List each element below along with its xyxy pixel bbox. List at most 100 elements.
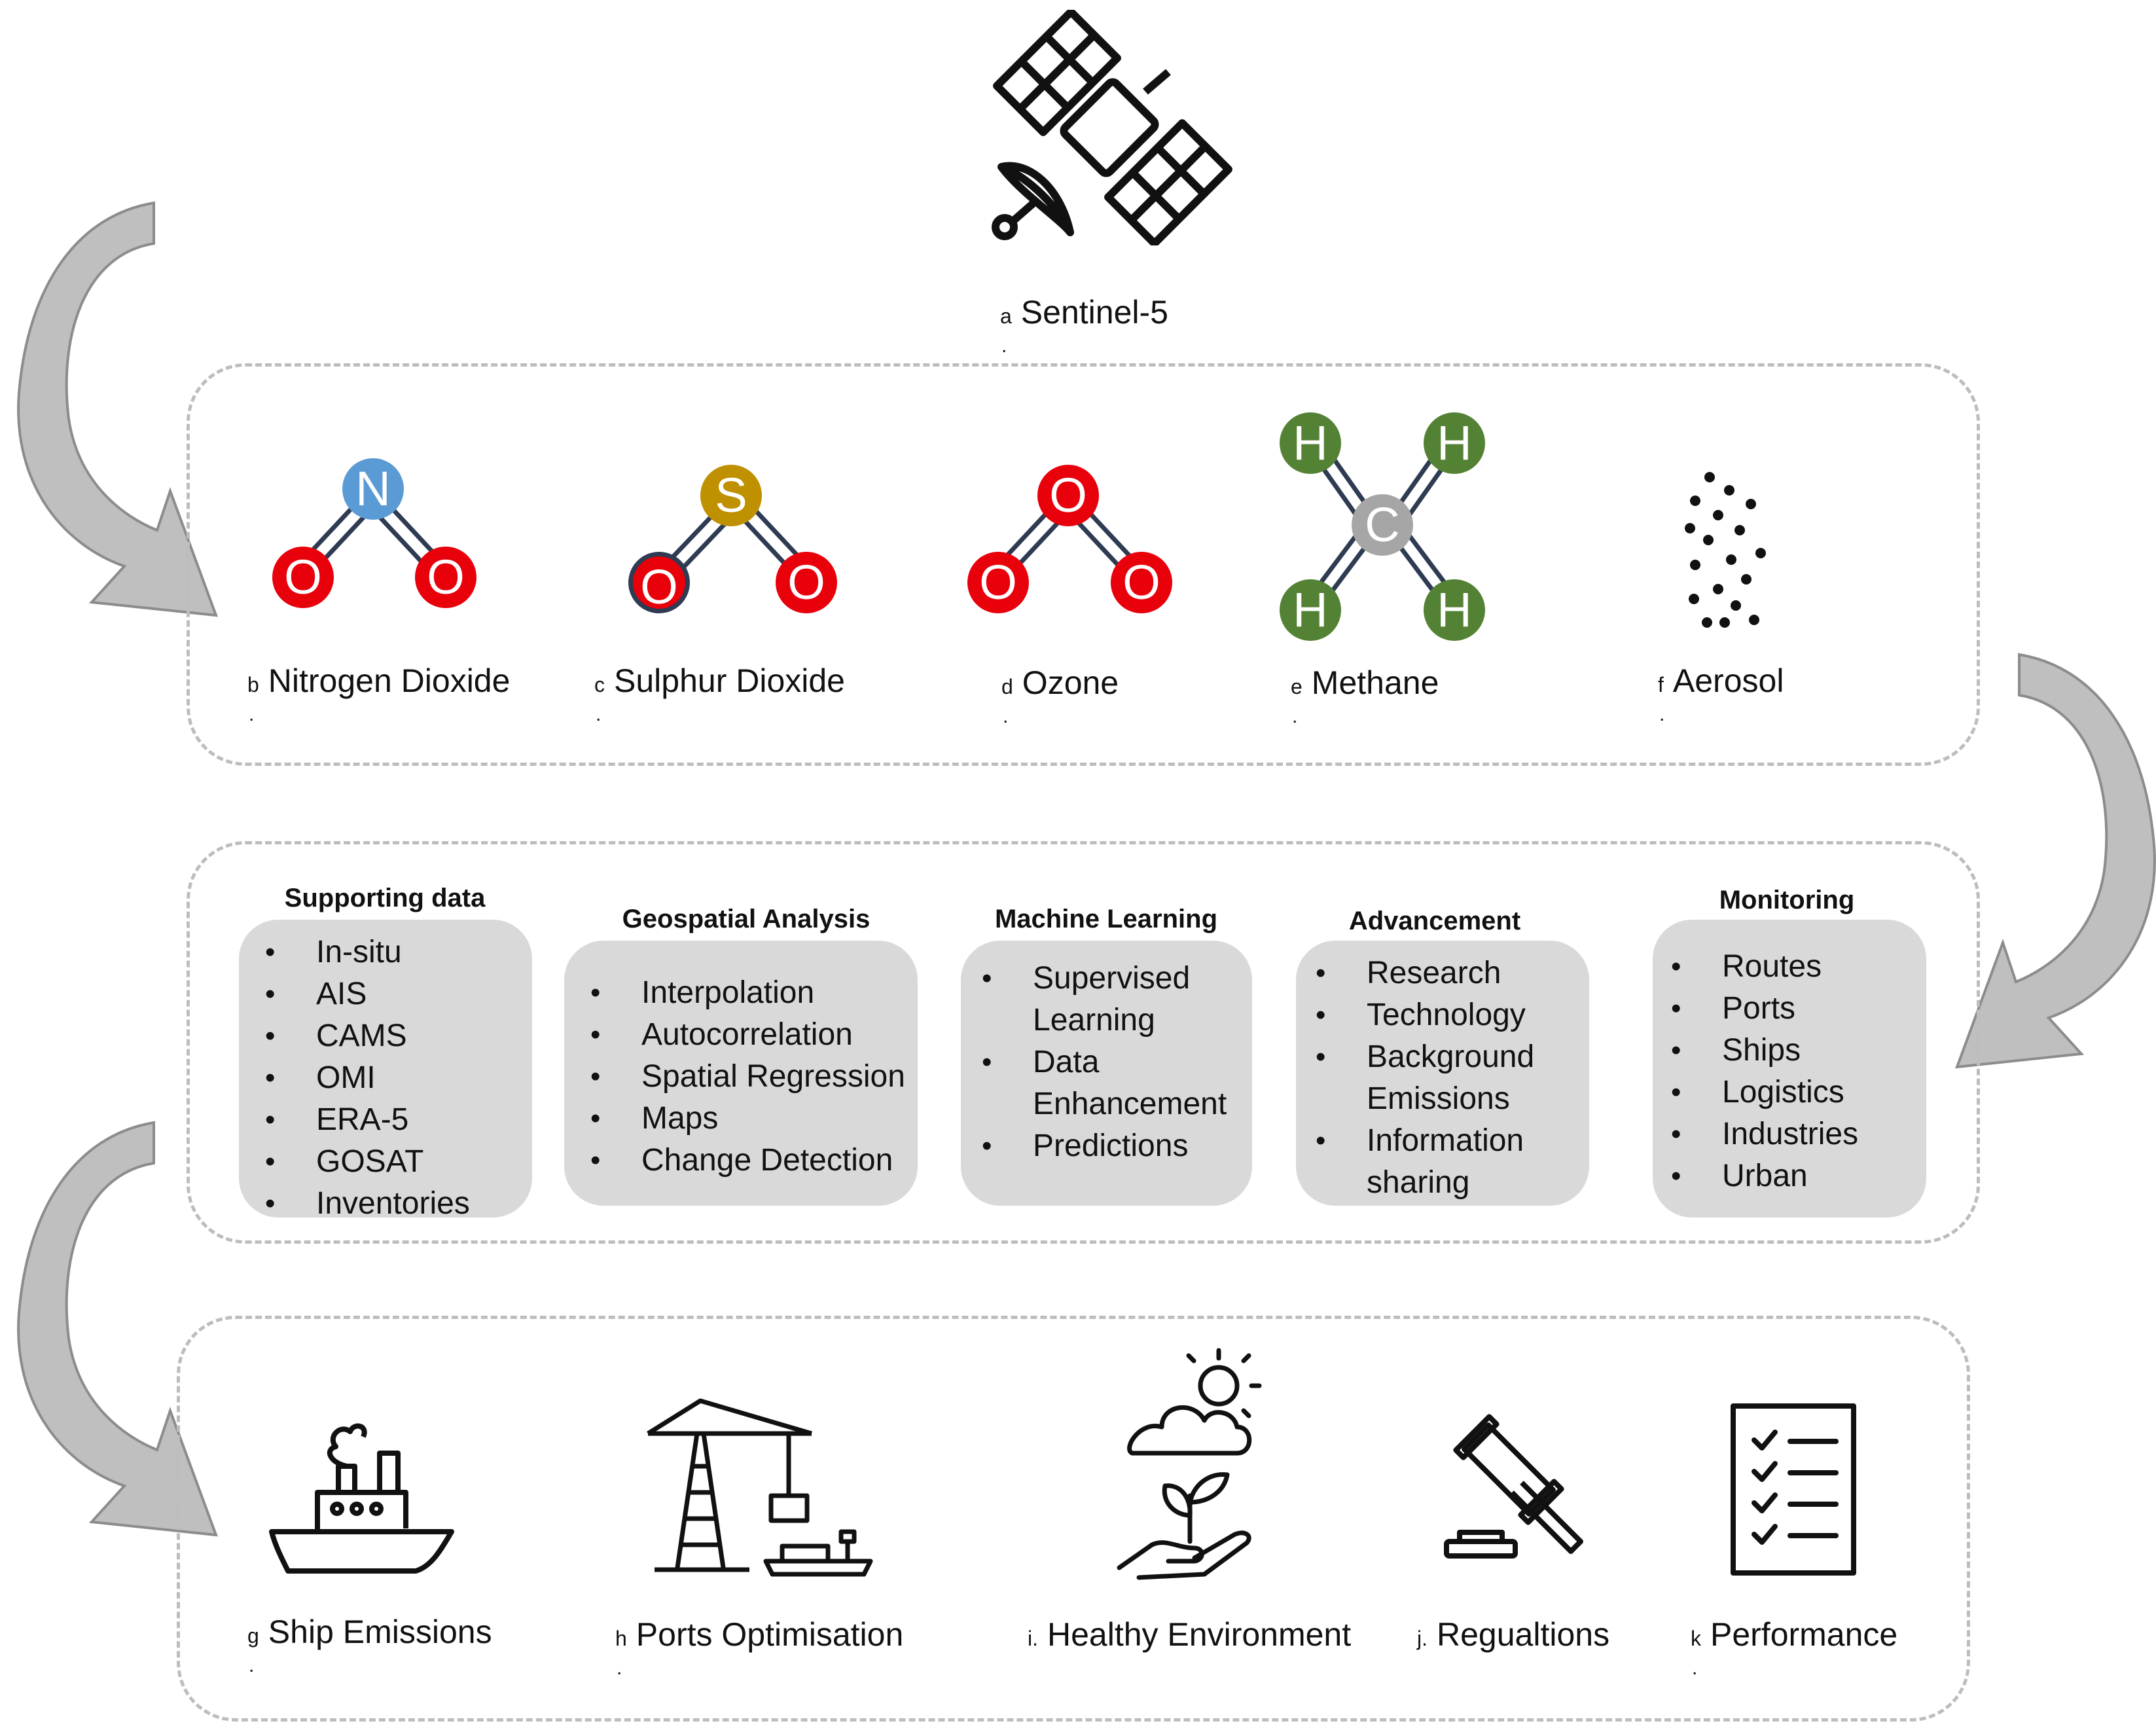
pollutant-letter: b <box>247 673 259 696</box>
list-item-line: Predictions <box>1033 1128 1189 1163</box>
pollutant-letter: f <box>1658 673 1664 696</box>
pollutant-name: Methane <box>1311 664 1439 701</box>
satellite-icon <box>992 10 1232 245</box>
list-item-line: Research <box>1367 956 1501 990</box>
pollutant-label: c Sulphur Dioxide . <box>594 662 845 725</box>
outcome-name: Ship Emissions <box>268 1614 492 1650</box>
list-item: Predictions <box>956 1125 1227 1167</box>
method-title: Supporting data <box>284 884 486 912</box>
source-name: Sentinel-5 <box>1020 294 1168 331</box>
label-dot: . <box>1659 704 1665 725</box>
method-card: Research Technology BackgroundEmissions … <box>1296 941 1589 1206</box>
pollutant-letter: d <box>1001 675 1013 698</box>
list-item-line: Technology <box>1367 998 1526 1032</box>
pollutant-letter: c <box>594 673 605 696</box>
method-title: Machine Learning <box>994 905 1218 933</box>
method-card: Routes Ports Ships Logistics Industries … <box>1653 920 1926 1218</box>
list-item: In-situ <box>239 931 470 973</box>
atom-oxygen: O <box>967 552 1029 613</box>
list-item: Logistics <box>1645 1072 1858 1113</box>
list-item: Change Detection <box>564 1140 905 1182</box>
atom-oxygen: O <box>272 547 334 608</box>
outcome-letter: g <box>247 1624 259 1648</box>
label-dot: . <box>249 704 255 725</box>
pollutant-label: f Aerosol . <box>1658 662 1784 725</box>
atom-sulphur: S <box>700 465 762 526</box>
list-item: GOSAT <box>239 1141 470 1183</box>
pollutant-name: Sulphur Dioxide <box>614 662 845 699</box>
pollutant-label: b Nitrogen Dioxide . <box>247 662 511 725</box>
pollutant-letter: e <box>1291 675 1303 698</box>
list-item-line: Learning <box>1033 1003 1155 1037</box>
outcome-letter: k <box>1691 1627 1701 1650</box>
method-card: Interpolation Autocorrelation Spatial Re… <box>564 941 918 1206</box>
source-letter: a <box>1000 304 1012 328</box>
outcome-letter: j. <box>1417 1627 1428 1650</box>
list-item-line: Background <box>1367 1039 1535 1074</box>
list-item: Technology <box>1289 994 1534 1036</box>
list-item: Interpolation <box>564 972 905 1014</box>
list-item-line: Supervised <box>1033 961 1191 996</box>
outcome-letter: h <box>615 1627 627 1650</box>
label-dot: . <box>1292 706 1298 727</box>
list-item: ERA-5 <box>239 1099 470 1141</box>
label-dot: . <box>596 704 602 725</box>
gavel-icon <box>1444 1414 1583 1559</box>
atom-nitrogen: N <box>342 458 404 520</box>
list-item-line: Enhancement <box>1033 1087 1227 1121</box>
method-list: In-situ AIS CAMS OMI ERA-5 GOSAT Invento… <box>239 931 470 1225</box>
list-item: Urban <box>1645 1155 1858 1197</box>
outcome-name: Performance <box>1710 1616 1898 1653</box>
method-list: Interpolation Autocorrelation Spatial Re… <box>564 972 905 1182</box>
atom-hydrogen: H <box>1280 412 1341 474</box>
outcome-letter: i. <box>1028 1627 1038 1650</box>
atom-oxygen: O <box>776 552 837 613</box>
list-item: OMI <box>239 1057 470 1099</box>
ship-icon <box>269 1423 454 1574</box>
atom-oxygen: O <box>415 547 476 608</box>
method-title: Geospatial Analysis <box>622 905 871 933</box>
atom-hydrogen: H <box>1280 579 1341 641</box>
outcome-name: Regualtions <box>1437 1616 1610 1653</box>
method-title: Monitoring <box>1719 886 1855 914</box>
list-item: Ships <box>1645 1030 1858 1072</box>
source-label: a Sentinel-5 . <box>1000 294 1168 356</box>
list-item: Ports <box>1645 988 1858 1030</box>
pollutant-name: Aerosol <box>1672 662 1784 699</box>
atom-hydrogen: H <box>1424 579 1485 641</box>
list-item-line: Information <box>1367 1123 1524 1158</box>
port-crane-icon <box>647 1398 873 1577</box>
atom-oxygen: O <box>628 552 690 614</box>
pollutant-label: e Methane . <box>1291 664 1439 727</box>
list-item: Routes <box>1645 946 1858 988</box>
label-dot: . <box>1001 335 1007 357</box>
outcome-label: i. Healthy Environment <box>1028 1618 1351 1651</box>
outcome-label: j. Regualtions <box>1417 1618 1609 1651</box>
outcomes-panel <box>177 1316 1970 1722</box>
outcome-name: Healthy Environment <box>1047 1616 1352 1653</box>
list-item-line: sharing <box>1367 1165 1470 1200</box>
method-list: Research Technology BackgroundEmissions … <box>1289 952 1534 1204</box>
methods-panel <box>187 841 1980 1244</box>
list-item: Information sharing <box>1289 1120 1534 1204</box>
method-list: Routes Ports Ships Logistics Industries … <box>1645 946 1858 1197</box>
pollutant-name: Ozone <box>1022 664 1119 701</box>
atom-oxygen: O <box>1111 552 1172 613</box>
atom-carbon: C <box>1352 494 1413 556</box>
pollutant-name: Nitrogen Dioxide <box>268 662 511 699</box>
outcome-label: k Performance . <box>1691 1616 1898 1678</box>
label-dot: . <box>1692 1657 1698 1679</box>
list-item: AIS <box>239 973 470 1015</box>
list-item: Industries <box>1645 1113 1858 1155</box>
method-card: In-situ AIS CAMS OMI ERA-5 GOSAT Invento… <box>239 920 532 1225</box>
outcome-name: Ports Optimisation <box>636 1616 904 1653</box>
list-item: CAMS <box>239 1015 470 1057</box>
atom-hydrogen: H <box>1424 412 1485 474</box>
